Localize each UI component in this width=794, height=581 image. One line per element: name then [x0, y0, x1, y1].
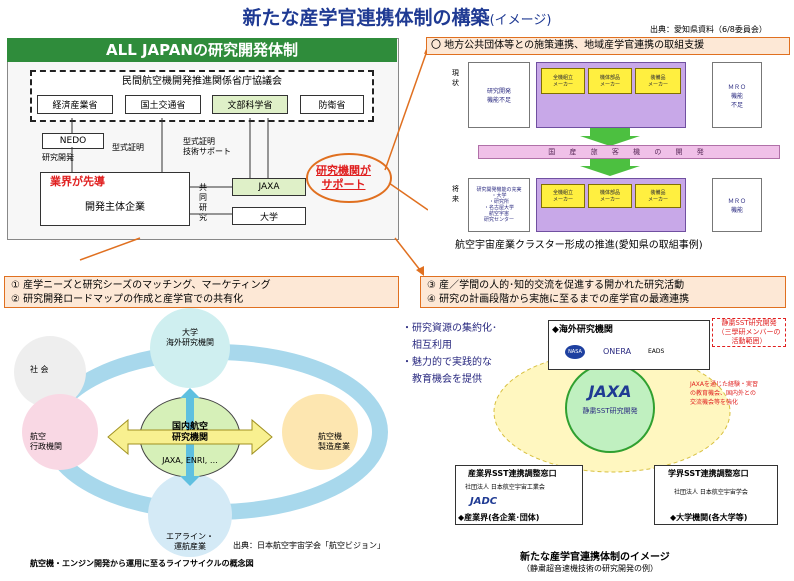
page-title: 新たな産学官連携体制の構築(イメージ) [242, 7, 552, 29]
industry-window: 産業界SST連携調整窓口 [468, 469, 557, 478]
label-research-dev: 研究開発 [42, 153, 74, 162]
lc-center-sub: JAXA, ENRI, … [162, 456, 218, 465]
sst-bullet-3: ・魅力的で実践的な [402, 357, 492, 368]
nasa-logo: NASA [565, 345, 585, 359]
lc-manufacturer: 航空機 製造産業 [318, 432, 350, 451]
current-col-1: 全機組立 メーカー [541, 68, 585, 94]
university-box: 大学 [232, 207, 306, 225]
industry-label: ◆産業界(各企業･団体) [458, 513, 540, 522]
academia-org: 社団法人 日本航空宇宙学会 [674, 489, 748, 496]
sst-bullets: ・研究資源の集約化･ 相互利用 ・魅力的で実践的な 教育機会を提供 [402, 320, 497, 388]
callout-left: ① 産学ニーズと研究シーズのマッチング、マーケティング ② 研究開発ロードマップ… [4, 276, 399, 308]
lc-society: 社 会 [30, 365, 49, 374]
label-type-cert: 型式証明 [112, 143, 144, 152]
overseas-label: ◆海外研究機関 [552, 325, 613, 335]
academia-label: ◆大学機関(各大学等) [670, 513, 748, 522]
onera-logo: ONERA [603, 347, 632, 356]
jaxa-sub: 静粛SST研究開発 [582, 407, 638, 415]
future-col-3: 装備品 メーカー [635, 184, 681, 208]
ministry-meti: 経済産業省 [37, 95, 113, 114]
industry-lead-label: 業界が先導 [50, 175, 105, 188]
callout-right: ③ 産／学間の人的･知的交流を促進する開かれた研究活動 ④ 研究の計画段階から実… [420, 276, 786, 308]
lc-airline: エアライン・ 運航産業 [166, 532, 214, 551]
future-left-box: 研究開発機能の充実 ・大学 ・研究所 ・名古屋大学 航空宇宙 研究センター [468, 178, 530, 232]
academia-box [654, 465, 778, 525]
callout-right-line1: ③ 産／学間の人的･知的交流を促進する開かれた研究活動 [427, 280, 685, 291]
eads-logo: EADS [648, 348, 665, 355]
industry-org: 社団法人 日本航空宇宙工業会 [465, 484, 545, 491]
future-col-2: 機体部品 メーカー [588, 184, 632, 208]
sst-bullet-4: 教育機会を提供 [402, 374, 482, 385]
sst-bullet-1: ・研究資源の集約化･ [402, 323, 497, 334]
sst-caption: 新たな産学官連携体制のイメージ [520, 552, 670, 563]
lc-caption: 航空機・エンジン開発から運用に至るライフサイクルの概念図 [30, 559, 254, 568]
academia-window: 学界SST連携調整窓口 [668, 469, 749, 478]
mro-current-box: ＭＲＯ 機能 不足 [712, 62, 762, 128]
callout-left-line1: ① 産学ニーズと研究シーズのマッチング、マーケティング [11, 280, 271, 291]
lc-university: 大学 海外研究機関 [166, 328, 214, 347]
current-left-box: 研究開発 機能不足 [468, 62, 530, 128]
industry-box [455, 465, 583, 525]
source-note: 出典：愛知県資料（6/8委員会） [650, 25, 767, 34]
row-current-label: 現 状 [452, 69, 459, 87]
current-col-3: 装備品 メーカー [635, 68, 681, 94]
callout-left-line2: ② 研究開発ロードマップの作成と産学官での共有化 [11, 294, 244, 305]
council-label: 民間航空機開発推進関係省庁協議会 [122, 76, 282, 87]
label-type-cert-support: 型式証明 技術サポート [183, 137, 231, 156]
cluster-caption: 航空宇宙産業クラスター形成の推進(愛知県の取組事例) [455, 240, 703, 251]
future-col-1: 全機組立 メーカー [541, 184, 585, 208]
jadc-logo: JADC [470, 496, 498, 507]
nedo-box: NEDO [42, 133, 104, 149]
ministry-mext: 文部科学省 [212, 95, 288, 114]
lc-gov: 航空 行政機関 [30, 432, 62, 451]
sst-right-note: JAXAを通じた経験・実習 の教育機会、国内外との 交流機会等を強化 [690, 381, 758, 406]
research-support-label: 研究機関が サポート [316, 164, 371, 191]
development-band: 国 産 旅 客 機 の 開 発 [478, 145, 780, 159]
all-japan-heading: ALL JAPANの研究開発体制 [7, 38, 397, 62]
sst-bullet-2: 相互利用 [402, 340, 452, 351]
sst-note: 静粛SST研究開発 （三學研メンバーの 活動範囲） [712, 318, 786, 347]
lc-source: 出典：日本航空宇宙学会「航空ビジョン」 [233, 541, 385, 550]
dev-company-box: 開発主体企業 [40, 172, 190, 226]
mro-future-box: ＭＲＯ 機能 [712, 178, 762, 232]
lc-center: 国内航空 研究機関 [171, 422, 208, 443]
current-col-2: 機体部品 メーカー [588, 68, 632, 94]
row-future-label: 将 来 [452, 185, 459, 203]
sst-subcaption: （静粛超音速機技術の研究開発の例） [522, 564, 658, 573]
jaxa-box: JAXA [232, 178, 306, 196]
jaxa-logo: JAXA [588, 382, 632, 401]
callout-right-line2: ④ 研究の計画段階から実施に至るまでの産学官の最適連携 [427, 294, 690, 305]
ministry-mlit: 国土交通省 [125, 95, 201, 114]
ministry-mod: 防衛省 [300, 95, 364, 114]
cluster-headline: 〇 地方公共団体等との施策連携、地域産学官連携の取組支援 [426, 37, 790, 55]
